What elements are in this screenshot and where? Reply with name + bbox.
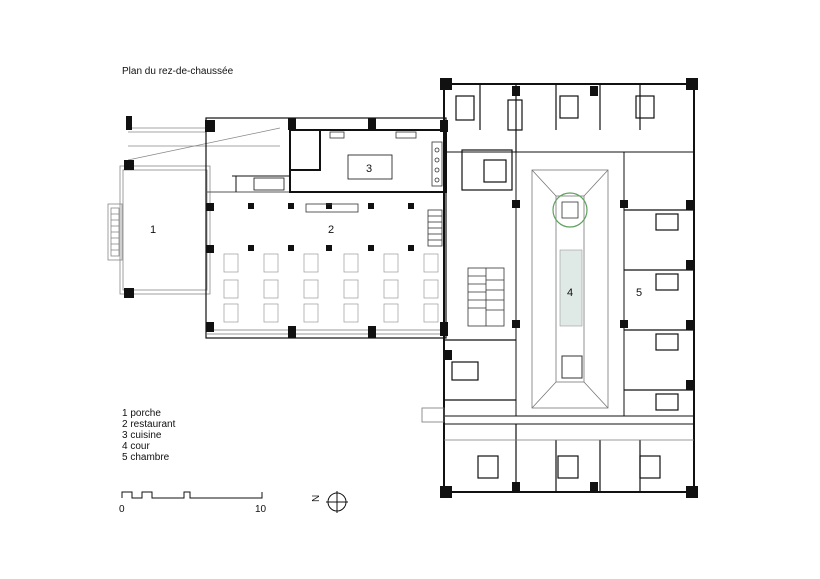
kitchen-fixtures <box>329 131 443 187</box>
stair-core <box>467 267 505 327</box>
room-number-restaurant: 2 <box>328 224 334 236</box>
east-rooms <box>624 209 694 411</box>
legend: 1 porche 2 restaurant 3 cuisine 4 cour 5… <box>122 408 175 463</box>
restaurant-columns <box>206 118 448 338</box>
legend-item: 2 restaurant <box>122 419 176 430</box>
restaurant-entry-stair <box>427 209 443 247</box>
dining-tables <box>223 253 439 323</box>
plan-title: Plan du rez-de-chaussée <box>122 66 234 77</box>
legend-item: 3 cuisine <box>122 430 162 441</box>
legend-item: 1 porche <box>122 408 161 419</box>
scale-start: 0 <box>119 504 125 515</box>
legend-item: 4 cour <box>122 441 150 452</box>
restaurant-walls <box>205 117 447 339</box>
restaurant-counter <box>305 203 359 213</box>
porch-columns <box>124 116 215 298</box>
room-number-courtyard: 4 <box>567 287 573 299</box>
room-number-porch: 1 <box>150 224 156 236</box>
south-rooms <box>444 424 694 492</box>
legend-item: 5 chambre <box>122 452 170 463</box>
courtyard <box>531 169 609 409</box>
scale-end: 10 <box>255 504 267 515</box>
tree-icon <box>552 192 588 228</box>
room-number-kitchen: 3 <box>366 163 372 175</box>
room-number-chamber: 5 <box>636 287 642 299</box>
hotel-outer-walls <box>443 83 695 493</box>
north-rooms <box>455 84 655 191</box>
scale-bar <box>121 491 263 499</box>
porch-area <box>107 127 281 295</box>
north-label: N <box>311 495 322 502</box>
west-rooms <box>421 339 516 423</box>
north-arrow-icon <box>326 491 348 513</box>
